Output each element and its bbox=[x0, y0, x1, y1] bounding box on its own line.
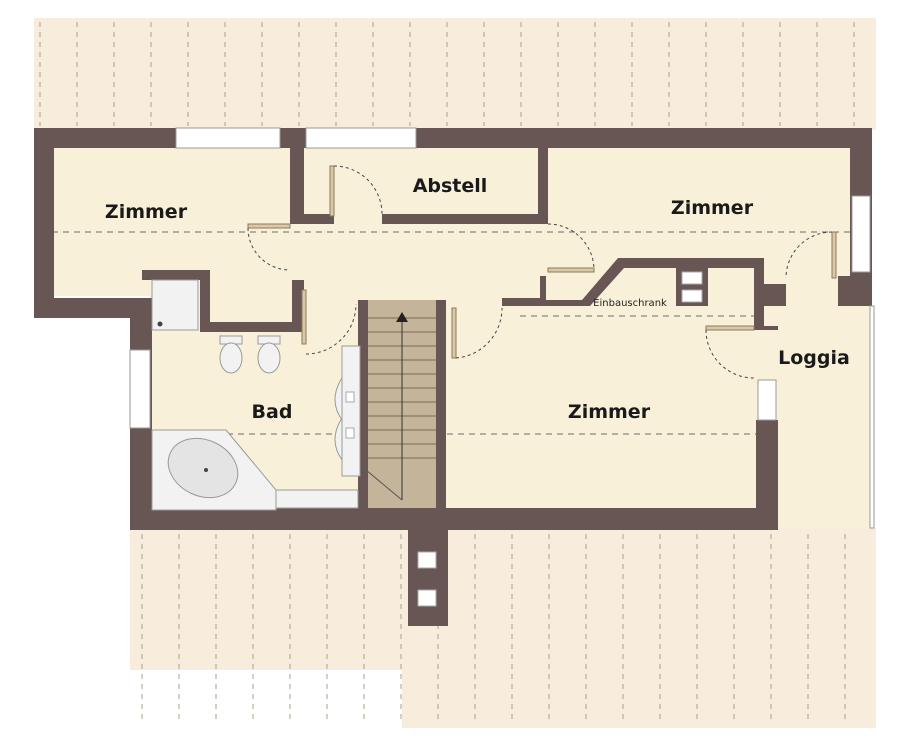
roof-bottom bbox=[130, 528, 876, 728]
cabinet-niche bbox=[681, 289, 703, 303]
chimney-flue bbox=[417, 589, 437, 607]
bath-ledge bbox=[275, 489, 359, 509]
arrow-up-icon bbox=[396, 312, 408, 322]
staircase bbox=[365, 300, 438, 510]
walls bbox=[34, 128, 872, 626]
toilet bbox=[219, 335, 243, 374]
roof-top bbox=[34, 18, 876, 130]
room-label-loggia: Loggia bbox=[778, 347, 850, 369]
double-sink bbox=[334, 345, 361, 477]
bathtub bbox=[151, 429, 277, 511]
cabinet-niche bbox=[681, 271, 703, 285]
room-label-abstell: Abstell bbox=[413, 175, 488, 197]
room-label-zimmer-top-right: Zimmer bbox=[671, 197, 754, 219]
room-label-zimmer-main: Zimmer bbox=[568, 401, 651, 423]
windows bbox=[129, 127, 875, 529]
doors bbox=[247, 165, 837, 379]
label-einbauschrank: Einbauschrank bbox=[593, 298, 667, 309]
chimney-flue bbox=[417, 551, 437, 569]
room-label-bad: Bad bbox=[252, 401, 293, 423]
bidet bbox=[257, 335, 281, 374]
room-label-zimmer-top-left: Zimmer bbox=[105, 201, 188, 223]
bathroom-fixtures bbox=[151, 279, 361, 511]
